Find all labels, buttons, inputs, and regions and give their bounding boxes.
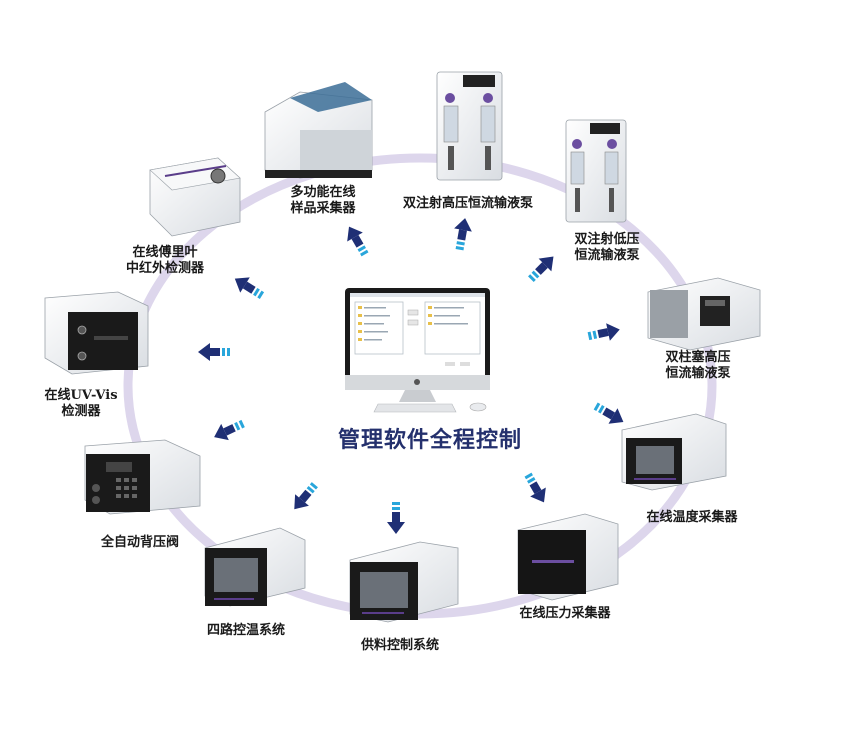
arrow-to-dual-low-pump [524,250,560,286]
label-dual-column-pump: 双柱塞高压恒流输液泵 [665,350,731,381]
pressure-collector-device [517,513,619,601]
arrow-to-temp-collector [591,398,628,430]
label-dual-low-pump: 双注射低压恒流输液泵 [574,232,640,263]
temp-control-device [204,527,306,607]
arrow-to-pressure-collector [520,470,552,507]
ftir-device [149,157,241,237]
arrow-to-temp-control [287,478,322,515]
center-title: 管理软件全程控制 [337,427,522,453]
mouse [469,402,487,412]
uv-vis-device [44,291,149,375]
arrow-to-back-pressure-valve [210,415,247,446]
label-ftir: 在线傅里叶中红外检测器 [125,245,204,276]
arrow-to-uv-vis [198,343,230,361]
arrow-to-ftir [230,271,267,304]
dual-high-pump-device [436,71,503,181]
dual-column-pump-device [647,277,761,351]
label-back-pressure-valve: 全自动背压阀 [100,535,179,550]
arrow-to-dual-column-pump [586,320,622,345]
arrow-to-feed-control [387,502,405,534]
label-dual-high-pump: 双注射高压恒流输液泵 [402,196,533,211]
label-feed-control: 供料控制系统 [360,638,439,653]
computer-monitor [345,288,490,402]
label-temp-control: 四路控温系统 [206,623,285,638]
temp-collector-device [621,413,727,491]
feed-control-device [349,541,459,623]
back-pressure-valve-device [84,439,201,515]
sample-collector-device [264,82,373,179]
label-sample-collector: 多功能在线样品采集器 [290,185,356,216]
arrow-to-sample-collector [341,222,373,259]
keyboard [373,403,457,413]
label-temp-collector: 在线温度采集器 [646,510,738,525]
label-pressure-collector: 在线压力采集器 [519,606,611,621]
dual-low-pump-device [565,119,627,223]
arrow-to-dual-high-pump [450,216,474,252]
